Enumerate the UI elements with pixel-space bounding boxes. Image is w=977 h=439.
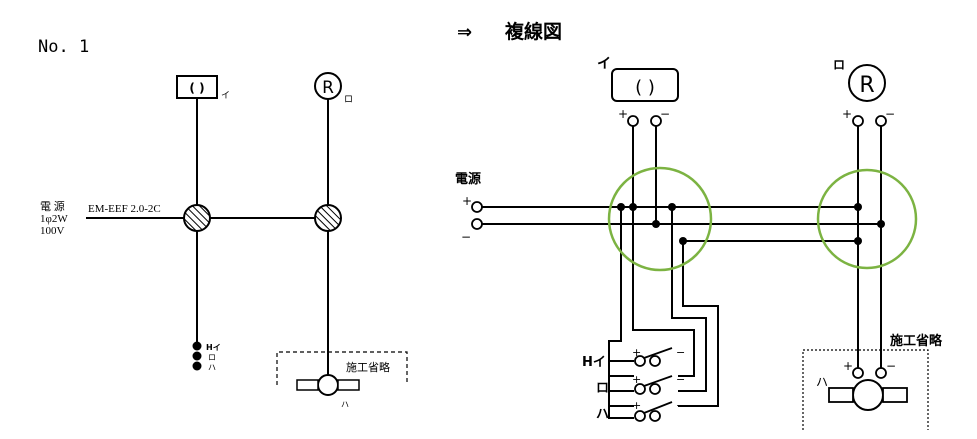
switch-dot-ro (192, 351, 202, 361)
ml-switch-label-ro: ロ (596, 381, 609, 396)
svg-text:−: − (676, 346, 685, 359)
svg-text:+: + (632, 346, 641, 359)
ml-switch-hi: + − (632, 346, 685, 367)
ml-omitted-area-box (802, 349, 929, 430)
receptacle-mark: ハ (341, 400, 349, 409)
ml-receptacle-left-plate (828, 387, 854, 403)
receptacle-left-plate (296, 379, 319, 391)
ml-switch-label-hi: Hイ (582, 355, 606, 370)
ml-switch-ha: + − (632, 399, 685, 422)
multi-line-title: 複線図 (504, 20, 562, 43)
receptacle-right-plate (337, 379, 360, 391)
switch-dot-i (192, 341, 202, 351)
ml-switch-label-ha: ハ (596, 407, 609, 422)
receptacle-lamp-r-symbol: R (322, 78, 334, 98)
source-label: 電 源 (40, 199, 65, 213)
omitted-area-box (276, 351, 408, 385)
ml-source-minus: − (461, 230, 471, 244)
ml-receptacle-mark: ハ (816, 375, 828, 389)
ml-lamp-ro-mark: ロ (833, 58, 845, 72)
switch-label-ro: ロ (208, 353, 216, 362)
ml-receptacle-right-plate (882, 387, 908, 403)
ml-source-plus: + (462, 194, 472, 208)
ml-wires (482, 121, 882, 419)
junction-box-left (183, 204, 211, 232)
ceiling-lamp-i-symbol: ( ) (189, 81, 204, 95)
ml-ceiling-lamp-box (611, 68, 679, 102)
junction-box-right (314, 204, 342, 232)
ml-lamp-ro-minus: − (885, 107, 895, 121)
single-line-diagram: No. 1 ( ) イ R ロ 電 源 1φ2W 100V EM-EEF 2.0… (38, 37, 408, 409)
ml-terminals (471, 115, 887, 379)
receptacle-icon (317, 374, 339, 396)
ml-receptacle-icon (852, 379, 884, 411)
lamp-ro-mark: ロ (344, 95, 353, 105)
svg-text:−: − (676, 399, 685, 412)
svg-text:+: + (632, 399, 641, 412)
svg-text:−: − (676, 373, 685, 386)
ml-receptacle-lamp-r-icon (848, 64, 886, 102)
switch-dot-ha (192, 361, 202, 371)
ml-junction-dots (617, 203, 885, 245)
source-voltage: 100V (40, 225, 65, 237)
ml-source-label: 電源 (455, 171, 481, 187)
omitted-label: 施工省略 (346, 360, 390, 374)
ml-junction-circle-left (607, 166, 713, 272)
ml-lamp-i-mark: イ (597, 56, 611, 72)
ml-receptacle-minus: − (886, 359, 896, 373)
ml-receptacle-plus: + (843, 359, 853, 373)
ml-lamp-ro-plus: + (842, 107, 852, 121)
multi-line-diagram: ⇒ 複線図 イ ( ) ロ R + − + − 電源 + − (455, 20, 943, 430)
switch-label-ha: ハ (208, 363, 216, 372)
ml-lamp-i-plus: + (618, 107, 628, 121)
ml-ceiling-lamp-symbol: ( ) (635, 77, 655, 98)
ml-lamp-i-minus: − (660, 107, 670, 121)
ml-omitted-label: 施工省略 (890, 333, 943, 349)
ml-switch-ro: + − (632, 373, 685, 395)
svg-text:+: + (632, 373, 641, 386)
single-line-title: No. 1 (38, 37, 89, 57)
ml-junction-circle-right (816, 168, 918, 270)
switch-label-hi: Hイ (206, 343, 221, 352)
lamp-i-mark: イ (221, 91, 230, 101)
ml-receptacle-lamp-r-symbol: R (859, 73, 874, 98)
cable-label: EM-EEF 2.0-2C (88, 203, 161, 215)
multi-line-arrow: ⇒ (457, 22, 472, 43)
source-spec: 1φ2W (40, 213, 68, 225)
